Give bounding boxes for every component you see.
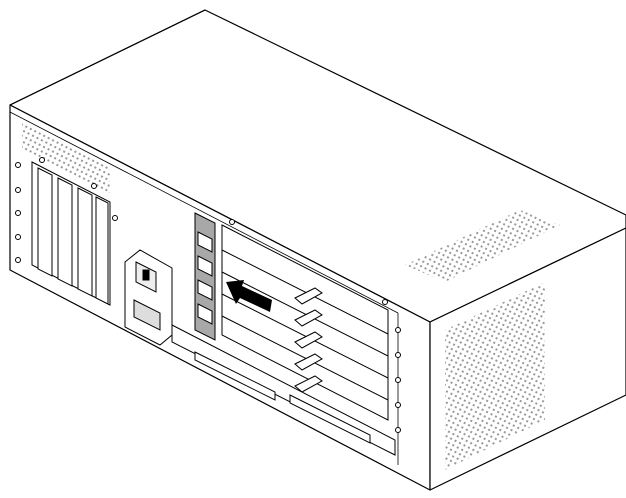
- io-connector-panel: [171, 324, 396, 456]
- slot-cover: [95, 196, 109, 305]
- slot-cover: [37, 167, 53, 277]
- slot-cover: [77, 187, 93, 297]
- slot-cover: [57, 177, 73, 287]
- insert-direction-arrow-icon: [226, 280, 272, 312]
- io-connector: [194, 351, 276, 401]
- io-connector: [289, 394, 371, 444]
- power-inlet: [124, 249, 173, 346]
- card-connectors: [197, 231, 213, 325]
- power-socket: [133, 299, 161, 331]
- rear-vent-top-left: [22, 122, 110, 195]
- top-vent: [405, 210, 560, 282]
- slot-covers: [31, 161, 111, 306]
- side-vent: [445, 282, 545, 470]
- card-latches: [294, 287, 323, 393]
